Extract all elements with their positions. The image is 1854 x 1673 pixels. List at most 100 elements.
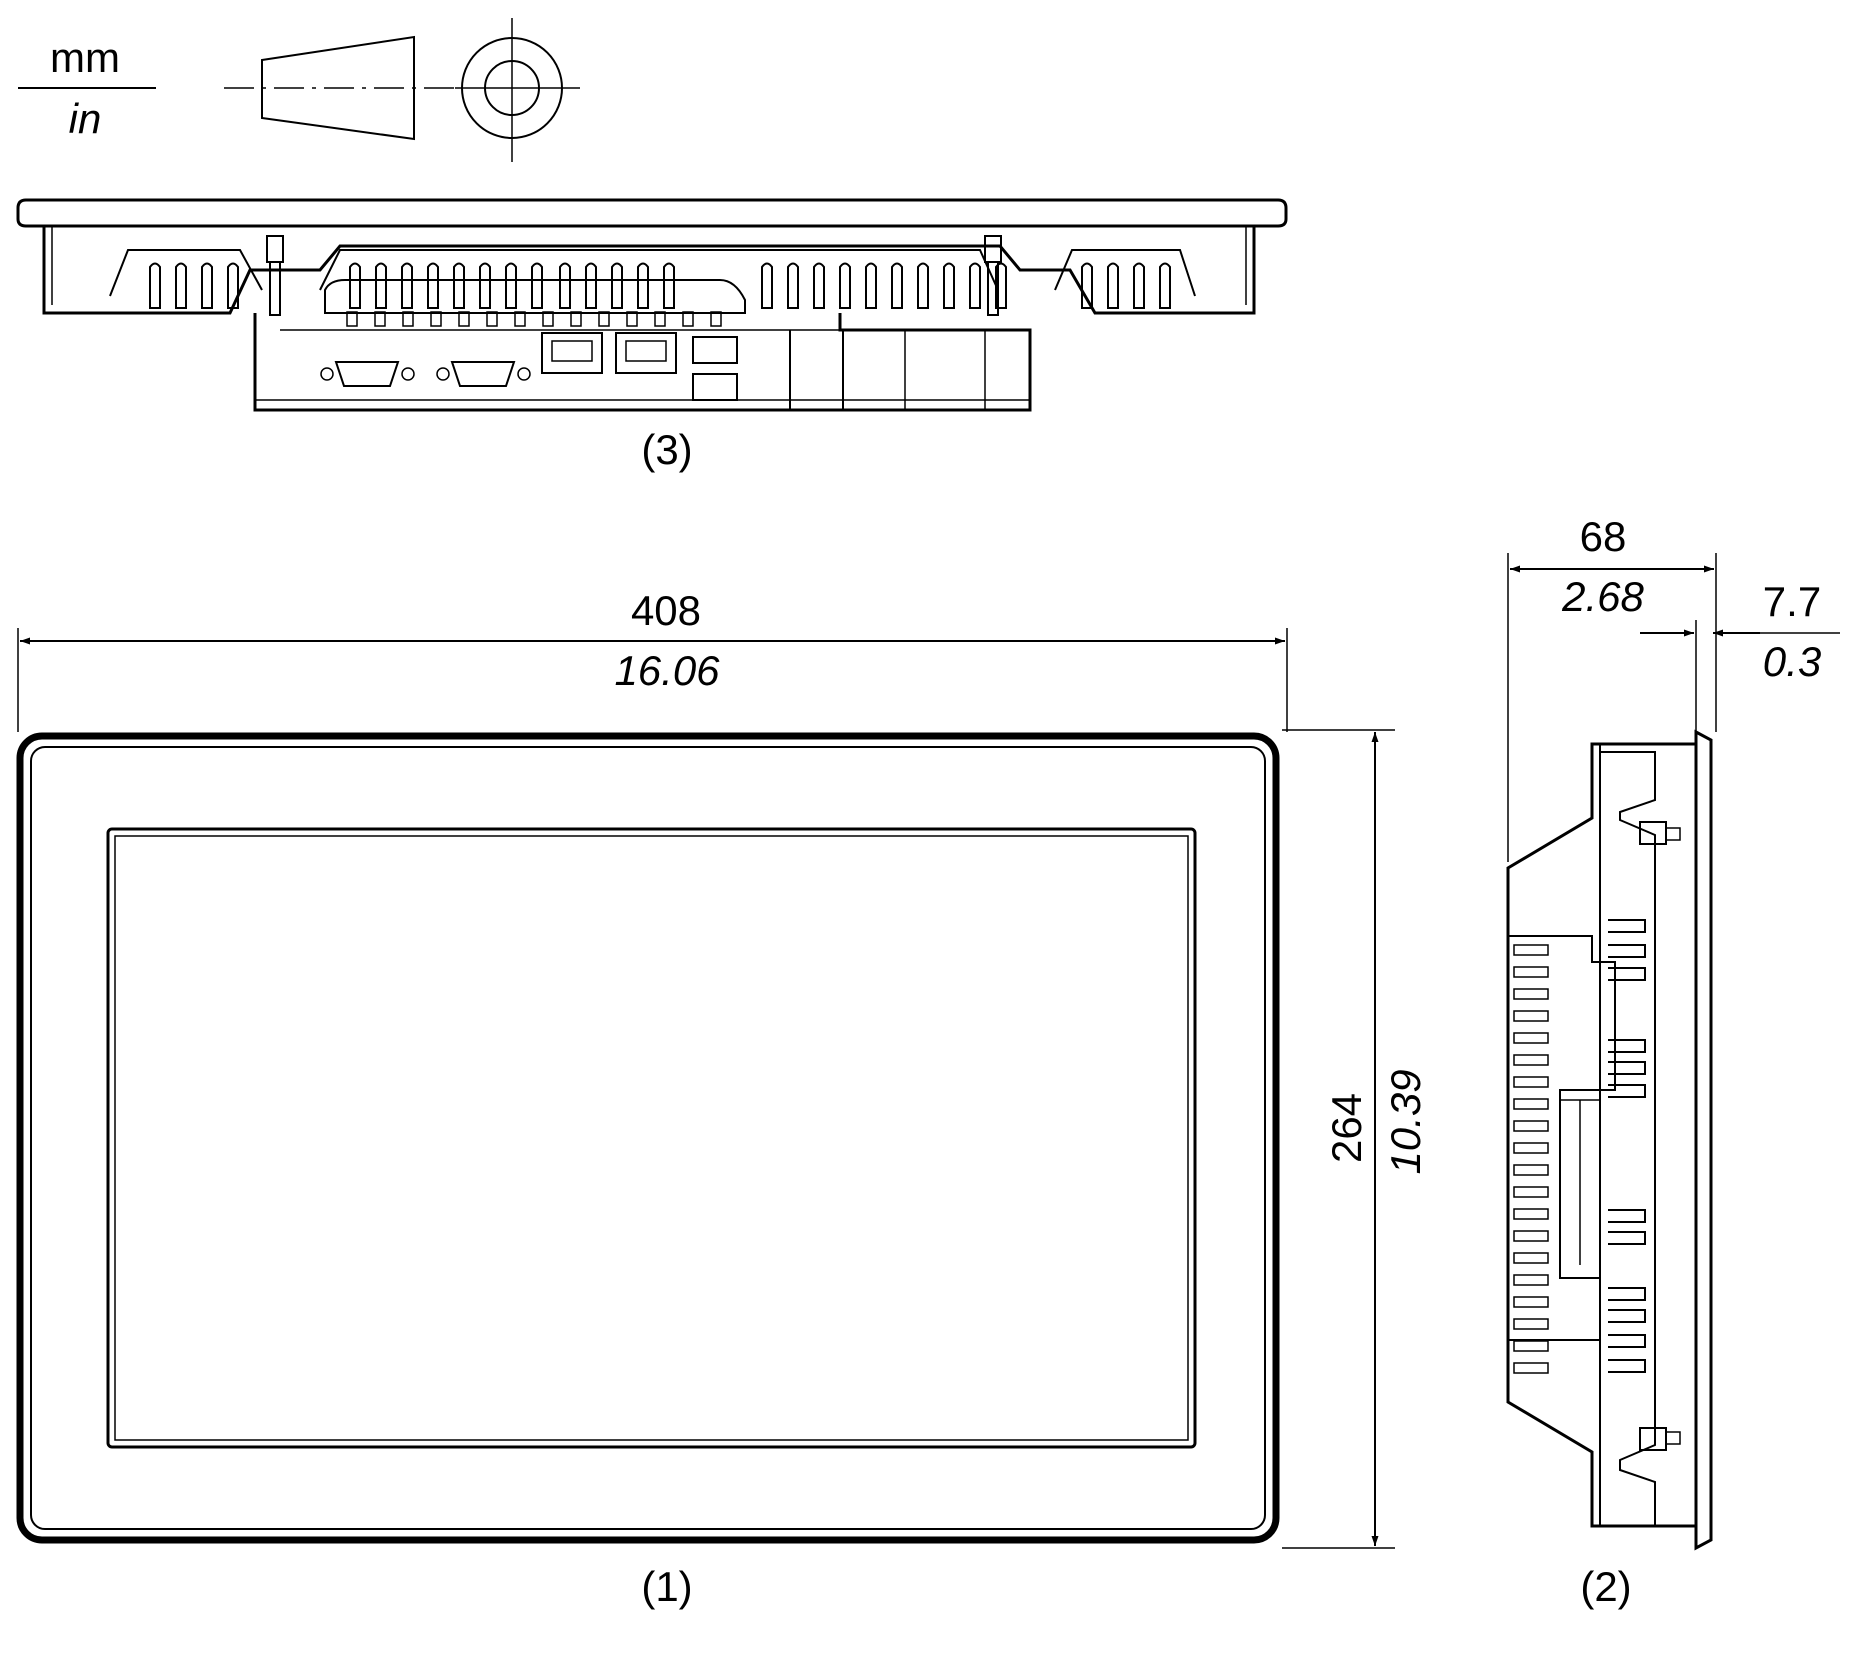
height-in: 10.39 (1382, 1069, 1429, 1174)
vent-slot (1513, 1252, 1549, 1264)
vent-slot (1513, 988, 1549, 1000)
vent-slot (1513, 1296, 1549, 1308)
vent-slot (1608, 1287, 1646, 1301)
vent-slot (654, 311, 666, 327)
vent-slot (1513, 1164, 1549, 1176)
vent-slot (1608, 1084, 1646, 1098)
vent-slot (149, 262, 161, 309)
vent-slot (486, 311, 498, 327)
depth-in: 2.68 (1561, 573, 1644, 620)
vent-slot (559, 262, 571, 309)
vent-slot (1608, 1209, 1646, 1223)
vent-slot (1159, 262, 1171, 309)
vent-slot (1513, 1120, 1549, 1132)
vent-slot (1608, 1309, 1646, 1323)
view-label-1: (1) (641, 1563, 692, 1610)
vent-slot (1513, 1208, 1549, 1220)
unit-secondary: in (69, 95, 102, 142)
vent-slot (201, 262, 213, 309)
vent-slot (349, 262, 361, 309)
vent-slot (514, 311, 526, 327)
vent-slot (1107, 262, 1119, 309)
vent-slot (401, 262, 413, 309)
height-dimension: 264 10.39 (1282, 729, 1429, 1549)
vent-slot (1513, 944, 1549, 956)
ethernet-port-2 (615, 332, 677, 374)
side-clip-top (1639, 821, 1681, 845)
vent-slot (710, 311, 722, 327)
vent-slot (427, 262, 439, 309)
bezel-mm: 7.7 (1763, 578, 1821, 625)
vent-slot (175, 262, 187, 309)
vent-slot (1513, 1098, 1549, 1110)
vent-slot (865, 262, 877, 309)
vent-slot (995, 262, 1007, 309)
vent-slot (1513, 1318, 1549, 1330)
vent-slot (453, 262, 465, 309)
vent-slot (1513, 1032, 1549, 1044)
serial-port-1 (320, 361, 415, 387)
vent-slot (1513, 1010, 1549, 1022)
vent-slots-bottom (149, 262, 1171, 327)
view-label-3: (3) (641, 426, 692, 473)
vent-slot (1608, 944, 1646, 958)
vent-slot (374, 311, 386, 327)
mounting-clip-left (266, 235, 284, 316)
serial-port-2 (436, 361, 531, 387)
width-mm: 408 (631, 587, 701, 634)
vent-slot (1608, 1039, 1646, 1053)
vent-slot (969, 262, 981, 309)
vent-slot (637, 262, 649, 309)
vent-slot (1608, 1231, 1646, 1245)
projection-symbol (224, 18, 580, 162)
view-label-2: (2) (1580, 1563, 1631, 1610)
vent-slot (402, 311, 414, 327)
vent-slot (1513, 1274, 1549, 1286)
vent-slot (570, 311, 582, 327)
unit-primary: mm (50, 34, 120, 81)
vent-slot (430, 311, 442, 327)
vent-slot (1081, 262, 1093, 309)
vent-slot (917, 262, 929, 309)
vent-slots-side (1513, 919, 1646, 1374)
vent-slot (505, 262, 517, 309)
vent-slot (891, 262, 903, 309)
width-in: 16.06 (614, 647, 720, 694)
vent-slot (227, 262, 239, 309)
units-legend: mm in (18, 34, 156, 142)
side-view: (2) (1506, 729, 1713, 1610)
vent-slot (585, 262, 597, 309)
vent-slot (1513, 1054, 1549, 1066)
vent-slot (787, 262, 799, 309)
bezel-in: 0.3 (1763, 638, 1821, 685)
depth-mm: 68 (1580, 513, 1627, 560)
vent-slot (626, 311, 638, 327)
vent-slot (1608, 1334, 1646, 1348)
vent-slot (1513, 1076, 1549, 1088)
vent-slot (1608, 967, 1646, 981)
bezel-dimension: 7.7 0.3 (1640, 578, 1840, 732)
vent-slot (598, 311, 610, 327)
vent-slot (479, 262, 491, 309)
ethernet-port-1 (541, 332, 603, 374)
vent-slot (375, 262, 387, 309)
vent-slot (761, 262, 773, 309)
width-dimension: 408 16.06 (17, 587, 1288, 732)
vent-slot (1608, 919, 1646, 933)
vent-slot (1133, 262, 1145, 309)
vent-slot (1513, 1142, 1549, 1154)
vent-slot (943, 262, 955, 309)
usb-ports (692, 336, 738, 401)
vent-slot (542, 311, 554, 327)
height-mm: 264 (1323, 1093, 1370, 1163)
vent-slot (611, 262, 623, 309)
vent-slot (839, 262, 851, 309)
vent-slot (1513, 1340, 1549, 1352)
vent-slot (346, 311, 358, 327)
depth-dimension: 68 2.68 (1507, 513, 1717, 862)
vent-slot (1608, 1359, 1646, 1373)
vent-slot (663, 262, 675, 309)
vent-slot (682, 311, 694, 327)
vent-slot (1608, 1061, 1646, 1075)
